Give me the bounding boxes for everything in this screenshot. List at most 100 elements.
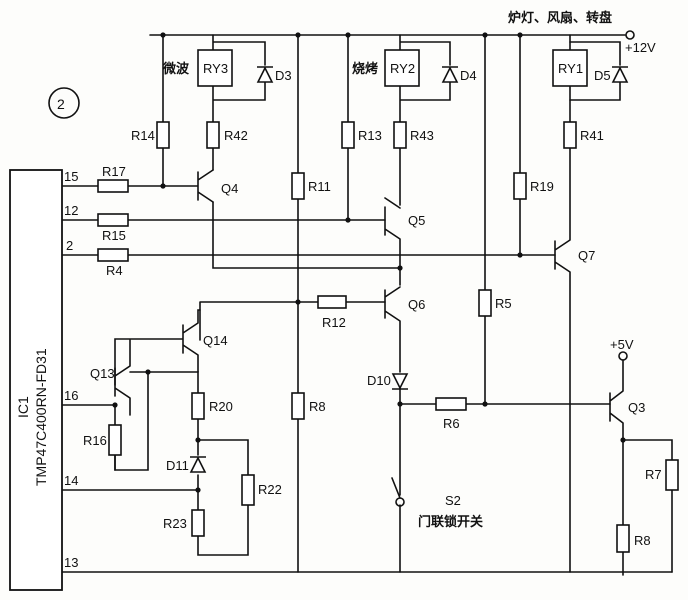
junction-dot [112, 402, 118, 408]
d10-label: D10 [367, 373, 391, 388]
r22-label: R22 [258, 482, 282, 497]
r11-resistor [291, 172, 305, 200]
r15-label: R15 [102, 228, 126, 243]
ic1-label: IC1 [15, 396, 31, 418]
junction-dot [517, 32, 523, 38]
ry2-relay [384, 49, 420, 87]
pin-12-label: 12 [64, 203, 78, 218]
rail-5v-terminal [618, 351, 628, 361]
d11-wire [61, 439, 249, 556]
r17-resistor [97, 179, 129, 193]
r7-label: R7 [645, 467, 662, 482]
pin-15-label: 15 [64, 169, 78, 184]
d11-diode [189, 456, 207, 473]
r19-wire [519, 34, 556, 256]
d4-label: D4 [460, 68, 477, 83]
s2-contact [395, 497, 405, 507]
r8-resistor-right [616, 524, 630, 553]
r20-label: R20 [209, 399, 233, 414]
s2-description: 门联锁开关 [418, 514, 483, 530]
load-label-microwave: 微波 [162, 61, 190, 77]
load-label-grill: 烧烤 [352, 61, 378, 77]
r19-resistor [513, 172, 527, 200]
r41-resistor [563, 121, 577, 149]
r8-label-left: R8 [309, 399, 326, 414]
junction-dot [295, 32, 301, 38]
junction-dot [482, 32, 488, 38]
d5-diode [611, 66, 629, 83]
junction-dot [517, 252, 523, 258]
s2-label: S2 [445, 493, 461, 508]
pin-16-label: 16 [64, 388, 78, 403]
d10-diode [391, 373, 409, 390]
r6-resistor [435, 397, 467, 411]
junction-dot [160, 183, 166, 189]
load-label-top: 炉灯、风扇、转盘 [508, 10, 612, 26]
pin-2-label: 2 [66, 238, 73, 253]
r13-label: R13 [358, 128, 382, 143]
junction-dot [345, 217, 351, 223]
d11-label: D11 [166, 458, 189, 473]
r23-label: R23 [163, 516, 187, 531]
q14-label: Q14 [203, 333, 228, 348]
ry2-label: RY2 [390, 61, 415, 76]
junction-dot [160, 32, 166, 38]
q13-label: Q13 [90, 366, 115, 381]
r12-wire [199, 301, 386, 341]
q5-symbol [384, 197, 401, 286]
q3-symbol [609, 359, 673, 576]
q14-emitter-wire [129, 371, 199, 441]
r8-resistor-left [291, 392, 305, 420]
r23-resistor [191, 509, 205, 537]
ry1-diode-wire [569, 41, 621, 101]
r12-label: R12 [322, 315, 346, 330]
q3-label: Q3 [628, 400, 645, 415]
figure-number-circle [48, 87, 80, 119]
r20-resistor [191, 392, 205, 420]
q4-symbol [162, 169, 214, 203]
r16-resistor [108, 424, 122, 456]
r41-label: R41 [580, 128, 604, 143]
r16-label: R16 [83, 433, 107, 448]
r4-resistor [97, 248, 129, 262]
r11-label: R11 [308, 179, 331, 194]
r14-resistor [156, 121, 170, 149]
r5-resistor [478, 289, 492, 317]
junction-dot [397, 401, 403, 407]
junction-dot [145, 369, 151, 375]
ry1-label: RY1 [558, 61, 583, 76]
rail-12v-label: +12V [625, 40, 656, 55]
q14-symbol [114, 309, 201, 386]
junction-dot [345, 32, 351, 38]
r7-resistor [665, 459, 679, 491]
r15-resistor [97, 213, 129, 227]
q13-symbol [114, 339, 149, 471]
q5-label: Q5 [408, 213, 425, 228]
q4-label: Q4 [221, 181, 238, 196]
ic1-body [9, 169, 63, 591]
r17-label: R17 [102, 164, 126, 179]
r22-resistor [241, 474, 255, 506]
junction-dot [620, 437, 626, 443]
d3-diode [256, 66, 274, 83]
r43-resistor [393, 121, 407, 149]
d5-label: D5 [594, 68, 611, 83]
r6-label: R6 [443, 416, 460, 431]
s2-switch-symbol [391, 477, 401, 573]
r19-label: R19 [530, 179, 554, 194]
rail-12v-terminal [625, 30, 635, 40]
d4-diode [441, 66, 459, 83]
q6-label: Q6 [408, 297, 425, 312]
r8-label-right: R8 [634, 533, 651, 548]
pin16-wire [61, 404, 116, 471]
ry1-relay [552, 49, 588, 87]
ry3-wiring [162, 34, 401, 269]
r13-resistor [341, 121, 355, 149]
d10-wire [399, 387, 611, 496]
junction-dot [295, 299, 301, 305]
figure-number: 2 [57, 96, 65, 112]
pin-14-label: 14 [64, 473, 78, 488]
r12-resistor [317, 295, 347, 309]
r14-label: R14 [131, 128, 155, 143]
junction-dot [482, 401, 488, 407]
